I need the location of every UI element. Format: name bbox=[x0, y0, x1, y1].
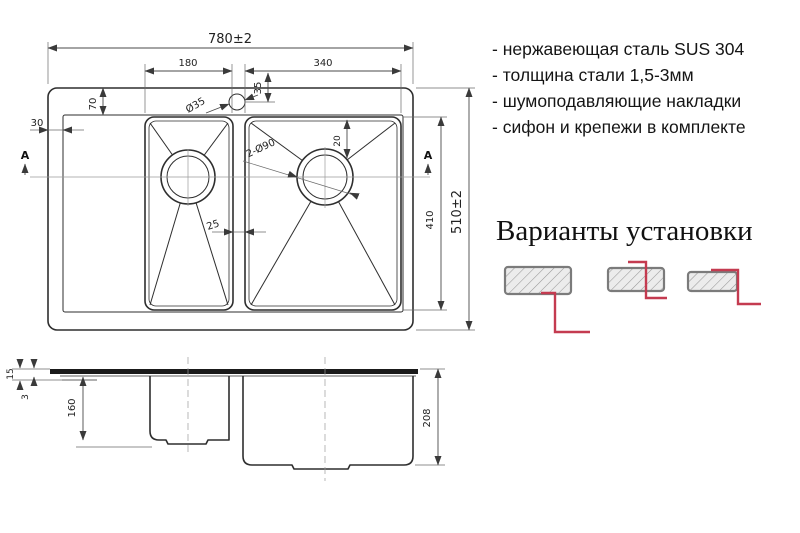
svg-text:410: 410 bbox=[425, 210, 436, 229]
section-left-bowl bbox=[149, 376, 230, 445]
feature-list: - нержавеющая сталь SUS 304 - толщина ст… bbox=[492, 36, 746, 140]
installation-title: Варианты установки bbox=[496, 215, 753, 247]
section-right-bowl bbox=[242, 376, 414, 470]
svg-text:3: 3 bbox=[21, 394, 31, 400]
svg-text:30: 30 bbox=[31, 118, 44, 129]
dim-left-bowl-width: 180 bbox=[144, 58, 233, 113]
countertop-slab bbox=[686, 270, 739, 293]
svg-text:Ø35: Ø35 bbox=[184, 95, 208, 116]
section-line-AA: A A bbox=[21, 147, 433, 208]
section-rim-bar bbox=[50, 369, 418, 374]
dim-left-inset: 30 bbox=[30, 118, 84, 134]
dim-divider-width: 25 bbox=[205, 218, 266, 236]
dim-right-bowl-depth: 208 bbox=[415, 368, 445, 466]
dim-left-bowl-depth: 160 bbox=[67, 376, 152, 448]
svg-text:340: 340 bbox=[313, 58, 332, 69]
dim-drain-offset: 20 bbox=[333, 119, 351, 159]
left-bowl bbox=[144, 116, 234, 311]
dim-overall-height: 510±2 bbox=[416, 87, 475, 331]
svg-text:20: 20 bbox=[333, 135, 343, 147]
section-view-drawing: 15 3 160 208 bbox=[6, 357, 445, 481]
svg-text:35: 35 bbox=[253, 82, 264, 95]
installation-variant-flushmount bbox=[606, 260, 667, 300]
svg-text:180: 180 bbox=[178, 58, 197, 69]
section-label-left: A bbox=[21, 149, 30, 162]
svg-text:70: 70 bbox=[88, 98, 99, 111]
svg-text:160: 160 bbox=[67, 398, 78, 417]
svg-text:25: 25 bbox=[205, 218, 221, 232]
installation-variant-undermount bbox=[686, 268, 761, 306]
installation-variant-overmount bbox=[503, 265, 590, 334]
feature-item: - толщина стали 1,5-3мм bbox=[492, 65, 694, 85]
feature-item: - шумоподавляющие накладки bbox=[492, 91, 742, 111]
dim-steel-thickness: 3 bbox=[21, 359, 38, 400]
sink-profile-line bbox=[541, 291, 590, 334]
faucet-hole bbox=[228, 93, 246, 111]
sink-profile-line bbox=[628, 260, 667, 300]
sink-profile-line bbox=[711, 268, 761, 306]
svg-text:780±2: 780±2 bbox=[208, 32, 252, 47]
sink-deck-edge bbox=[62, 114, 404, 313]
dim-bowl-length: 410 bbox=[403, 116, 447, 311]
dim-top-inset: 70 bbox=[88, 87, 107, 116]
sink-outer-rim bbox=[47, 87, 414, 331]
dim-faucet-hole: Ø35 bbox=[184, 93, 259, 116]
svg-text:208: 208 bbox=[422, 408, 433, 427]
dim-overall-width: 780±2 bbox=[47, 32, 414, 84]
countertop-slab bbox=[606, 266, 666, 293]
top-view-drawing: A A 780±2 180 340 70 bbox=[21, 32, 475, 331]
section-label-right: A bbox=[424, 149, 433, 162]
svg-text:510±2: 510±2 bbox=[450, 190, 465, 234]
feature-item: - нержавеющая сталь SUS 304 bbox=[492, 39, 745, 59]
dim-right-bowl-width: 340 bbox=[244, 58, 402, 113]
svg-text:15: 15 bbox=[6, 368, 16, 379]
feature-item: - сифон и крепежи в комплекте bbox=[492, 117, 746, 137]
countertop-slab bbox=[503, 265, 573, 296]
dim-faucet-offset: 35 bbox=[245, 72, 275, 103]
